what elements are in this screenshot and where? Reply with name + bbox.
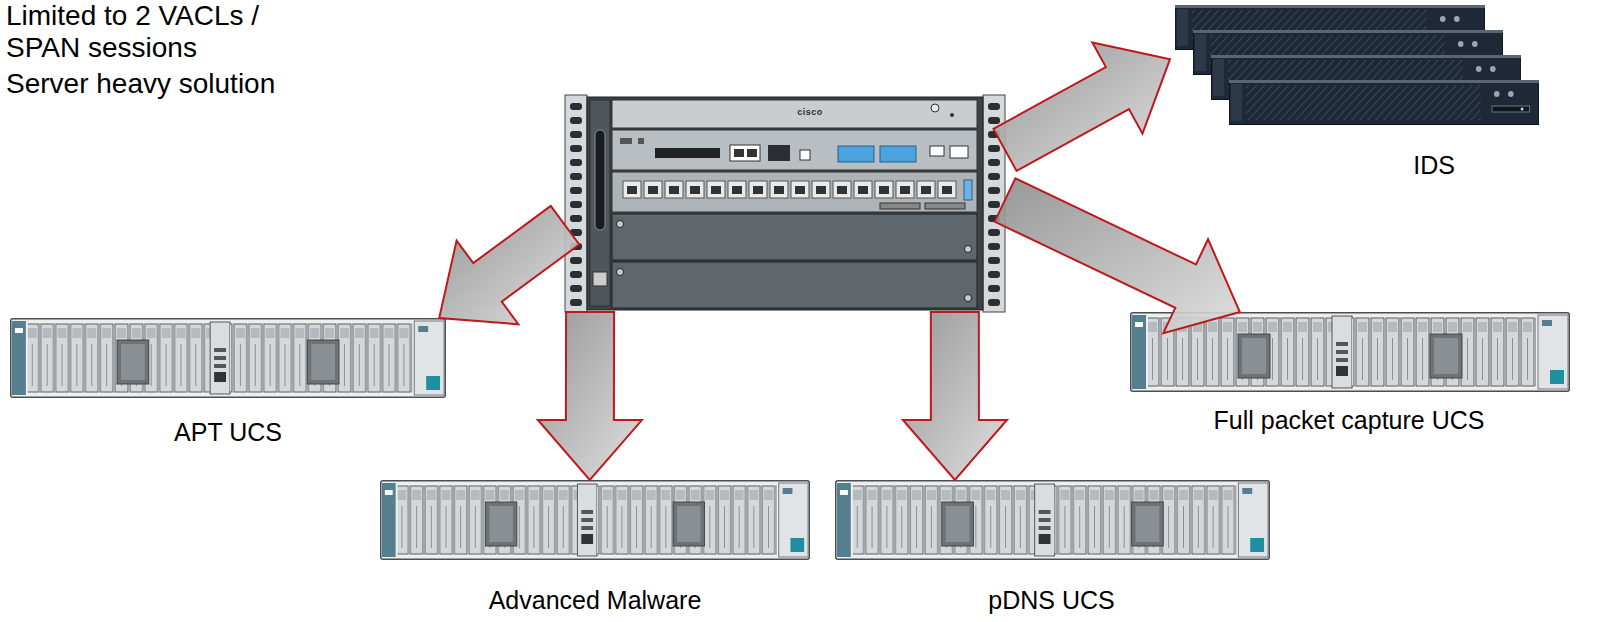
switch-chassis-part [590,100,610,306]
switch-chassis-part [612,100,977,128]
switch-chassis-part [617,221,624,228]
block-arrow [538,312,642,480]
switch-chassis-part [593,272,607,286]
switch-chassis-part [880,146,916,162]
node-label: Full packet capture UCS [1214,405,1485,435]
switch-chassis-part [622,180,958,200]
switch-chassis-part [965,246,972,253]
switch-chassis-part [930,146,944,156]
ucs-server [11,312,1570,560]
switch-chassis-part [950,146,968,158]
node-label: pDNS UCS [988,585,1114,615]
ucs-server: APT UCS [8,318,448,448]
switch-chassis-part [730,145,760,161]
ucs-server-part [381,480,810,560]
switch-chassis-part [950,113,954,117]
node-label: Advanced Malware [489,585,702,615]
switch-chassis-part [964,180,972,200]
ucs-server-part [11,318,446,398]
switch-chassis-part [880,203,920,209]
switch-chassis-part [768,145,790,161]
switch-chassis-part [612,262,977,308]
switch-chassis-part [838,146,874,162]
ucs-server: Advanced Malware [378,480,812,620]
node-label: cisco [797,107,823,118]
block-arrow [903,312,1007,480]
switch-chassis-part [565,100,587,308]
block-arrow [439,206,579,324]
switch-chassis-part [800,150,810,160]
switch-chassis [565,95,1005,312]
switch-chassis: cisco [565,95,1005,312]
block-arrow [995,178,1240,333]
switch-chassis-part [612,130,977,170]
switch-chassis-part [965,295,972,302]
switch-chassis-part [747,149,757,157]
switch-chassis-part [587,97,983,310]
ids-appliance: IDS [1170,0,1545,185]
switch-chassis-part [612,214,977,260]
ids-appliance-stack-part [1229,80,1539,125]
ucs-server-part [836,480,1270,560]
node-label: IDS [1413,150,1455,180]
switch-chassis-part [638,138,644,144]
switch-chassis-part [734,149,744,157]
bullet-note: Server heavy solution [6,68,426,100]
switch-chassis-part [655,148,720,158]
block-arrow [993,43,1170,171]
switch-chassis-part [925,203,965,209]
ids-appliance-stack [1175,5,1539,125]
switch-chassis-part [595,130,605,230]
switch-chassis-part [931,104,939,112]
ucs-server: pDNS UCS [833,480,1270,620]
switch-chassis-part [565,95,587,312]
ucs-server: Full packet capture UCS [1128,312,1570,437]
switch-chassis-part [612,172,977,212]
node-label: APT UCS [174,417,282,447]
switch-chassis-part [617,269,624,276]
switch-chassis-part [620,138,632,144]
bullet-note: Limited to 2 VACLs / SPAN sessions [6,0,306,64]
